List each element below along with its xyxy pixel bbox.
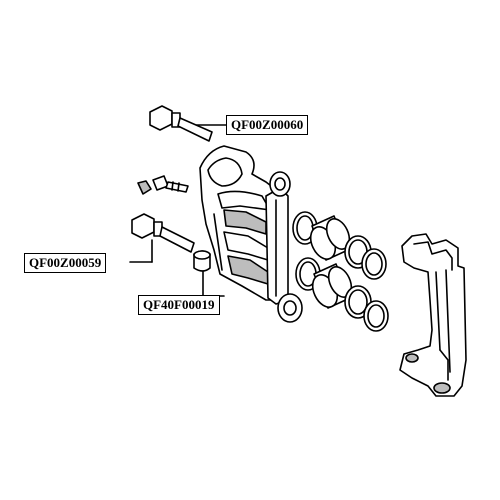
piston-rings-upper bbox=[344, 235, 387, 280]
label-upper-guide-bolt: QF00Z00060 bbox=[226, 115, 309, 135]
upper-guide-bolt bbox=[149, 105, 213, 142]
dust-boot-lower bbox=[277, 293, 303, 323]
label-lower-guide-bolt: QF00Z00059 bbox=[24, 253, 107, 273]
caliper-bracket bbox=[399, 233, 467, 397]
label-guide-bushing: QF40F00019 bbox=[138, 295, 220, 315]
piston-rings-lower bbox=[344, 285, 389, 332]
piston-upper bbox=[309, 215, 351, 261]
bleed-screw bbox=[137, 175, 189, 195]
piston-lower bbox=[311, 263, 353, 309]
guide-pin-bushing bbox=[193, 250, 211, 272]
lower-guide-bolt bbox=[131, 213, 195, 253]
dust-boot-upper bbox=[269, 171, 291, 197]
caliper-housing bbox=[199, 145, 289, 305]
